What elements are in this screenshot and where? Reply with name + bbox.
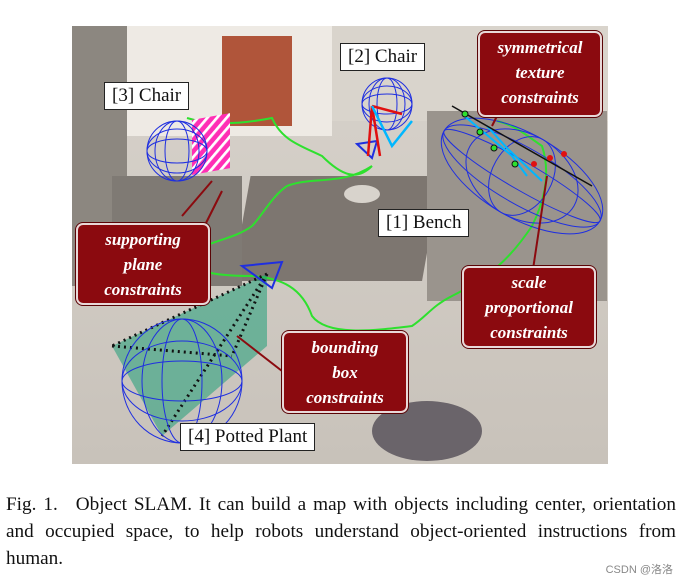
figure-caption: Fig. 1.Object SLAM. It can build a map w… bbox=[6, 491, 676, 572]
caption-label: Fig. 1. bbox=[6, 494, 58, 515]
figure-image: [3] Chair [2] Chair [1] Bench [4] Potted… bbox=[72, 26, 608, 464]
label-plant: [4] Potted Plant bbox=[180, 423, 316, 451]
frustum-edges bbox=[111, 272, 269, 437]
label-chair2: [2] Chair bbox=[340, 43, 426, 71]
supporting-plane bbox=[192, 113, 230, 175]
bench-top bbox=[232, 176, 441, 281]
cushion bbox=[372, 401, 482, 461]
note-bounding-box-constraints: bounding box constraints bbox=[282, 331, 408, 413]
camera-pose-2 bbox=[354, 139, 379, 160]
scale-points bbox=[531, 151, 567, 167]
ellipsoid-chair3 bbox=[146, 120, 208, 182]
ellipsoid-bench bbox=[440, 117, 604, 235]
caption-text: Object SLAM. It can build a map with obj… bbox=[6, 494, 676, 569]
chair2-axes-blue bbox=[370, 105, 413, 149]
brick-wall bbox=[222, 36, 292, 126]
bench-hole bbox=[344, 185, 380, 203]
symmetry-line bbox=[451, 105, 593, 187]
label-bench: [1] Bench bbox=[378, 209, 470, 237]
ellipsoid-chair2 bbox=[361, 77, 413, 131]
symmetry-points bbox=[461, 110, 519, 168]
leader-supporting-2 bbox=[181, 180, 213, 217]
trajectory bbox=[186, 116, 548, 332]
note-symmetrical-texture-constraints: symmetrical texture constraints bbox=[478, 31, 602, 117]
note-scale-proportional-constraints: scale proportional constraints bbox=[462, 266, 596, 348]
camera-pose bbox=[239, 260, 284, 290]
watermark: CSDN @洛洛 bbox=[605, 564, 673, 576]
label-chair3: [3] Chair bbox=[104, 82, 190, 110]
leader-scale bbox=[531, 175, 548, 277]
note-supporting-plane-constraints: supporting plane constraints bbox=[76, 223, 210, 305]
frustum bbox=[112, 274, 267, 436]
leader-bounding bbox=[236, 335, 283, 372]
chair2-axes bbox=[366, 104, 403, 157]
constraint-lines bbox=[461, 113, 543, 182]
